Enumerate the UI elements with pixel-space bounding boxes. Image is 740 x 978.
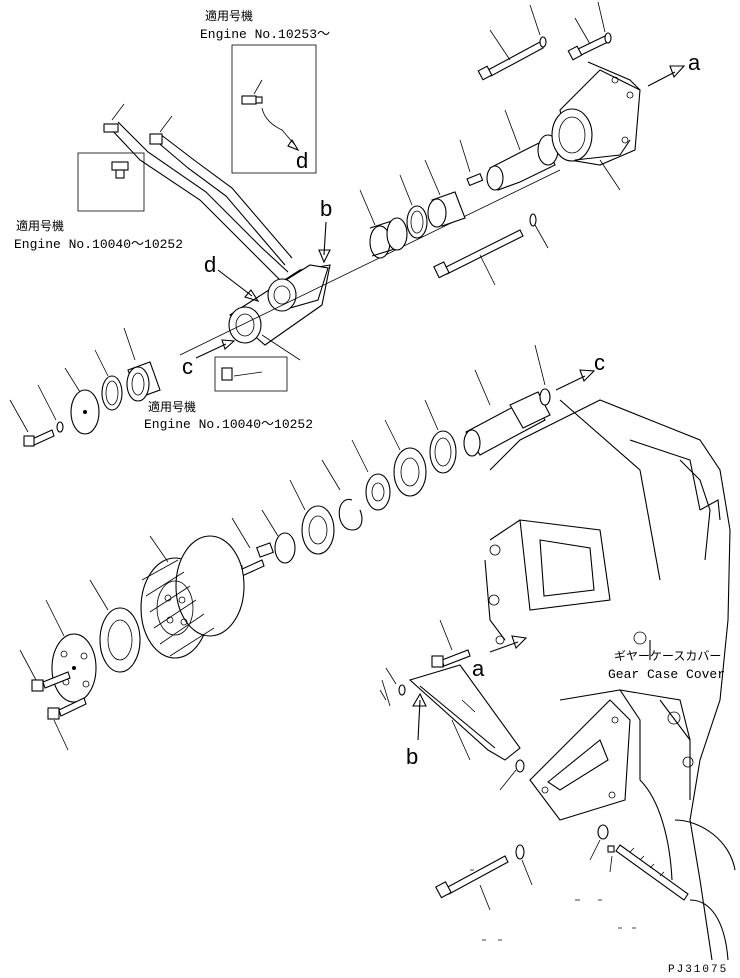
- callout-d-arm: d: [204, 252, 216, 277]
- callout-c-shaft: c: [594, 350, 605, 375]
- long-bolt: [433, 213, 549, 286]
- ball-bearing-lower: [424, 399, 457, 474]
- label-gear-case-cover-en: Gear Case Cover: [608, 667, 725, 682]
- note-engine-10253: 適用号機 Engine No.10253～: [200, 8, 330, 174]
- bolt-top-right: [567, 1, 612, 61]
- bolt-left-upper: [9, 384, 64, 447]
- gear-case-cover: [484, 399, 736, 961]
- callout-a-bar: a: [472, 656, 485, 681]
- callout-b-bar: b: [406, 744, 418, 769]
- grease-fitting-icon: [241, 95, 263, 105]
- ball-bearing-low: [289, 479, 335, 555]
- snap-ring-mid: [321, 459, 363, 531]
- seal-ring-upper: [399, 174, 428, 239]
- grease-pipe: [103, 103, 293, 281]
- bolt-bar: [385, 619, 471, 696]
- long-bolt-lower: [435, 844, 533, 911]
- bolt-flange-upper: [19, 649, 71, 692]
- spindle-shaft-lower: [463, 344, 551, 457]
- washer-top-left: [529, 4, 547, 48]
- fan-pulley: [140, 535, 245, 659]
- tension-arm: [228, 264, 331, 361]
- note-engine-range: Engine No.10253～: [200, 27, 330, 42]
- support-bracket: [499, 699, 631, 821]
- bracket-housing: [551, 61, 641, 191]
- callout-b-arm: b: [320, 196, 332, 221]
- lock-plate: [231, 509, 296, 564]
- pin-upper: [459, 139, 484, 187]
- stud-bolt: [589, 824, 689, 901]
- mark-r: [379, 679, 391, 707]
- needle-bearing-upper: [359, 189, 408, 259]
- note-frame: [214, 356, 288, 392]
- note-engine-range: Engine No.10040～10252: [144, 417, 313, 432]
- figure-reference: PJ31075: [668, 964, 728, 976]
- spindle-shaft-upper: [486, 109, 559, 191]
- callout-d-top: d: [296, 148, 308, 173]
- note-engine-10040-b: 適用号機 Engine No.10040～10252: [144, 356, 313, 432]
- flange-plate: [45, 599, 97, 703]
- scatter-marks: [470, 869, 636, 941]
- note-applicable-label: 適用号機: [148, 399, 196, 414]
- callout-a-top: a: [688, 50, 701, 75]
- bolt-top-left: [477, 29, 544, 81]
- gasket-plate: [89, 579, 141, 673]
- note-engine-range: Engine No.10040～10252: [14, 237, 183, 252]
- callout-c-arm: c: [182, 354, 193, 379]
- adjust-bar: [408, 664, 521, 761]
- note-frame: [231, 44, 317, 174]
- bushing-upper: [424, 159, 466, 228]
- needle-bearing-left: [123, 327, 161, 402]
- snap-ring-left: [94, 349, 123, 411]
- shaft-axis: [179, 169, 561, 356]
- cover-plate-left: [64, 367, 100, 435]
- label-gear-case-cover-jp: ギヤーケースカバー: [614, 649, 721, 663]
- ball-bearing-mid: [384, 419, 427, 497]
- note-applicable-label: 適用号機: [205, 8, 253, 23]
- note-engine-10040-a: 適用号機 Engine No.10040～10252: [14, 152, 183, 252]
- note-frame: [77, 152, 145, 212]
- spacer-collar: [351, 439, 391, 511]
- bolt-flange-lower: [47, 697, 87, 751]
- note-applicable-label: 適用号機: [16, 218, 64, 233]
